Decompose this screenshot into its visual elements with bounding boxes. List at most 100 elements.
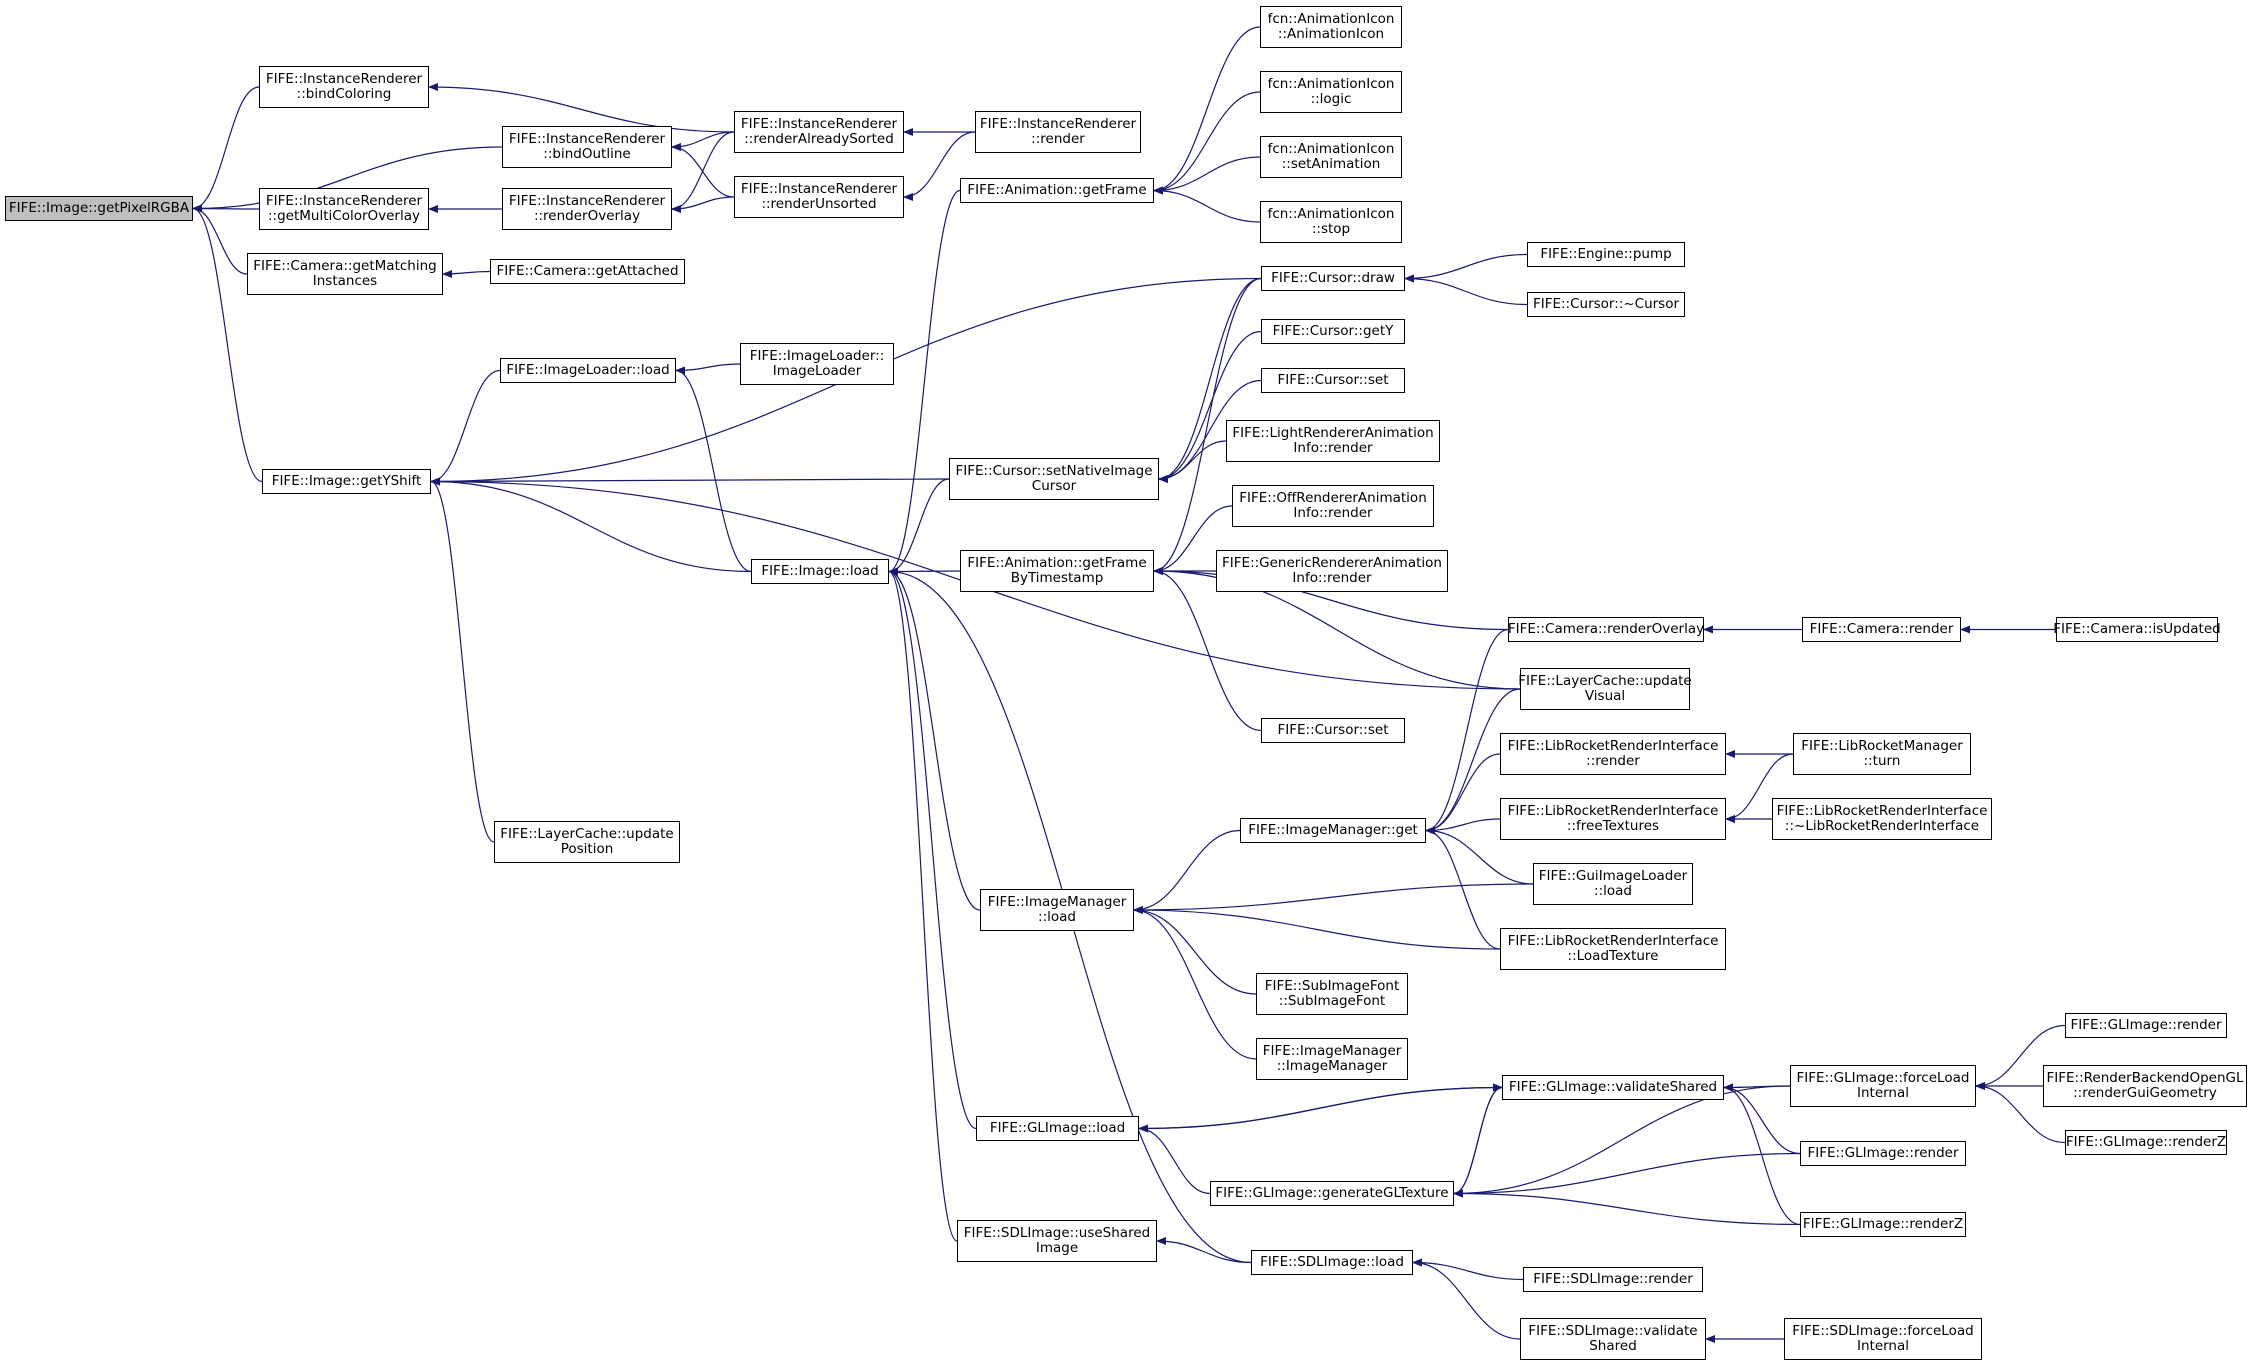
edge-n15-n12 (675, 366, 752, 573)
edge-n18-n15 (888, 567, 961, 576)
node-label-line: ByTimestamp (1010, 570, 1104, 586)
node-label-line: ::renderUnsorted (761, 196, 877, 212)
node-label-line: FIFE::ImageManager (1262, 1043, 1402, 1059)
edge-n26-n18 (1153, 277, 1262, 575)
image-loader-constructor-node[interactable]: FIFE::ImageLoader::ImageLoader (740, 343, 894, 385)
bind-outline-node[interactable]: FIFE::InstanceRenderer::bindOutline (502, 126, 672, 168)
node-label-line: Info::render (1293, 505, 1373, 521)
cursor-set-node-b[interactable]: FIFE::Cursor::set (1261, 718, 1405, 743)
node-label-line: FIFE::Cursor::setNativeImage (955, 463, 1153, 479)
engine-pump-node[interactable]: FIFE::Engine::pump (1527, 242, 1685, 267)
librocket-render-interface-free-textures-node[interactable]: FIFE::LibRocketRenderInterface::freeText… (1500, 798, 1726, 840)
cursor-set-node-a[interactable]: FIFE::Cursor::set (1261, 368, 1405, 393)
sdl-image-load-node[interactable]: FIFE::SDLImage::load (1251, 1250, 1413, 1275)
gl-image-render-node-b[interactable]: FIFE::GLImage::render (2065, 1013, 2227, 1038)
image-manager-constructor-node[interactable]: FIFE::ImageManager::ImageManager (1256, 1038, 1408, 1080)
gl-image-generate-gl-texture-node[interactable]: FIFE::GLImage::generateGLTexture (1210, 1181, 1454, 1206)
librocket-render-interface-render-node[interactable]: FIFE::LibRocketRenderInterface::render (1500, 733, 1726, 775)
gl-image-render-node-a[interactable]: FIFE::GLImage::render (1800, 1141, 1966, 1166)
edge-n16-n15 (888, 189, 961, 576)
bind-coloring-node[interactable]: FIFE::InstanceRenderer::bindColoring (259, 66, 429, 108)
node-label-line: FIFE::InstanceRenderer (508, 193, 666, 209)
node-label-line: FIFE::Camera::isUpdated (2053, 621, 2221, 637)
cursor-draw-node[interactable]: FIFE::Cursor::draw (1261, 266, 1405, 291)
getpixelrgba-node[interactable]: FIFE::Image::getPixelRGBA (5, 196, 193, 221)
gl-image-render-z-node-a[interactable]: FIFE::GLImage::renderZ (1800, 1212, 1966, 1237)
edge-n24-n16 (1153, 156, 1261, 195)
node-label-line: FIFE::ImageManager (987, 894, 1127, 910)
cursor-get-y-node[interactable]: FIFE::Cursor::getY (1261, 319, 1405, 344)
cursor-destructor-node[interactable]: FIFE::Cursor::~Cursor (1527, 292, 1685, 317)
librocket-render-interface-destructor-node[interactable]: FIFE::LibRocketRenderInterface::~LibRock… (1772, 798, 1992, 840)
sdl-image-render-node[interactable]: FIFE::SDLImage::render (1523, 1267, 1703, 1292)
image-get-y-shift-node[interactable]: FIFE::Image::getYShift (262, 469, 431, 494)
node-label-line: FIFE::GLImage::renderZ (1802, 1216, 1964, 1232)
node-label-line: ::~LibRocketRenderInterface (1784, 818, 1980, 834)
edge-n50-n43 (1725, 753, 1794, 823)
node-label-line: Info::render (1293, 440, 1373, 456)
camera-is-updated-node[interactable]: FIFE::Camera::isUpdated (2053, 617, 2221, 642)
image-load-node[interactable]: FIFE::Image::load (751, 559, 889, 584)
render-overlay-node[interactable]: FIFE::InstanceRenderer::renderOverlay (502, 188, 672, 230)
node-label-line: FIFE::Camera::getAttached (496, 263, 679, 279)
gl-image-load-node[interactable]: FIFE::GLImage::load (976, 1116, 1139, 1141)
librocket-manager-turn-node[interactable]: FIFE::LibRocketManager::turn (1793, 733, 1971, 775)
gui-image-loader-load-node[interactable]: FIFE::GuiImageLoader::load (1533, 863, 1693, 905)
animation-icon-constructor-node[interactable]: fcn::AnimationIcon::AnimationIcon (1260, 6, 1402, 48)
node-label-line: fcn::AnimationIcon (1267, 11, 1395, 27)
edge-n35-n19 (1133, 906, 1257, 1060)
edge-n20-n15 (888, 567, 977, 1130)
edge-n39-n26 (1404, 274, 1528, 306)
edge-n59-n52 (1975, 1082, 2066, 1144)
camera-render-overlay-node[interactable]: FIFE::Camera::renderOverlay (1508, 617, 1704, 642)
get-multi-color-overlay-node[interactable]: FIFE::InstanceRenderer::getMultiColorOve… (259, 188, 429, 230)
node-label-line: FIFE::SubImageFont (1264, 978, 1400, 994)
node-label-line: FIFE::SDLImage::useShared (963, 1225, 1151, 1241)
edge-n45-n33 (1425, 826, 1501, 950)
instance-renderer-render-node[interactable]: FIFE::InstanceRenderer::render (975, 111, 1141, 153)
camera-get-attached-node[interactable]: FIFE::Camera::getAttached (490, 259, 685, 284)
render-backend-opengl-render-gui-geometry-node[interactable]: FIFE::RenderBackendOpenGL::renderGuiGeom… (2043, 1065, 2247, 1107)
image-loader-load-node[interactable]: FIFE::ImageLoader::load (500, 358, 676, 383)
node-label-line: FIFE::LibRocketRenderInterface (1507, 803, 1719, 819)
librocket-render-interface-load-texture-node[interactable]: FIFE::LibRocketRenderInterface::LoadText… (1500, 928, 1726, 970)
edge-n10-n8 (903, 131, 976, 201)
render-already-sorted-node[interactable]: FIFE::InstanceRenderer::renderAlreadySor… (734, 111, 904, 153)
node-label-line: ::load (1038, 909, 1076, 925)
node-label-line: FIFE::LibRocketRenderInterface (1507, 933, 1719, 949)
animation-icon-set-animation-node[interactable]: fcn::AnimationIcon::setAnimation (1260, 136, 1402, 178)
node-label-line: fcn::AnimationIcon (1267, 206, 1395, 222)
edge-n7-n3 (671, 131, 735, 151)
image-manager-load-node[interactable]: FIFE::ImageManager::load (980, 889, 1134, 931)
animation-icon-logic-node[interactable]: fcn::AnimationIcon::logic (1260, 71, 1402, 113)
node-label-line: ::renderAlreadySorted (744, 131, 894, 147)
node-label-line: ::render (1031, 131, 1085, 147)
animation-icon-stop-node[interactable]: fcn::AnimationIcon::stop (1260, 201, 1402, 243)
node-label-line: FIFE::InstanceRenderer (508, 131, 666, 147)
sub-image-font-constructor-node[interactable]: FIFE::SubImageFont::SubImageFont (1256, 973, 1408, 1015)
edge-n54-n36 (1453, 1189, 1801, 1226)
node-label-line: FIFE::LibRocketRenderInterface (1776, 803, 1988, 819)
gl-image-render-z-node-b[interactable]: FIFE::GLImage::renderZ (2065, 1130, 2227, 1155)
animation-get-frame-node[interactable]: FIFE::Animation::getFrame (960, 178, 1154, 203)
edge-n27-n17 (1158, 330, 1262, 483)
edge-n19-n15 (888, 567, 981, 911)
edge-n11-n5 (442, 269, 491, 278)
render-unsorted-node[interactable]: FIFE::InstanceRenderer::renderUnsorted (734, 176, 904, 218)
edge-n37-n21 (1156, 1237, 1252, 1264)
camera-render-node[interactable]: FIFE::Camera::render (1802, 617, 1961, 642)
image-manager-get-node[interactable]: FIFE::ImageManager::get (1240, 818, 1426, 843)
gl-image-validate-shared-node[interactable]: FIFE::GLImage::validateShared (1502, 1075, 1724, 1100)
